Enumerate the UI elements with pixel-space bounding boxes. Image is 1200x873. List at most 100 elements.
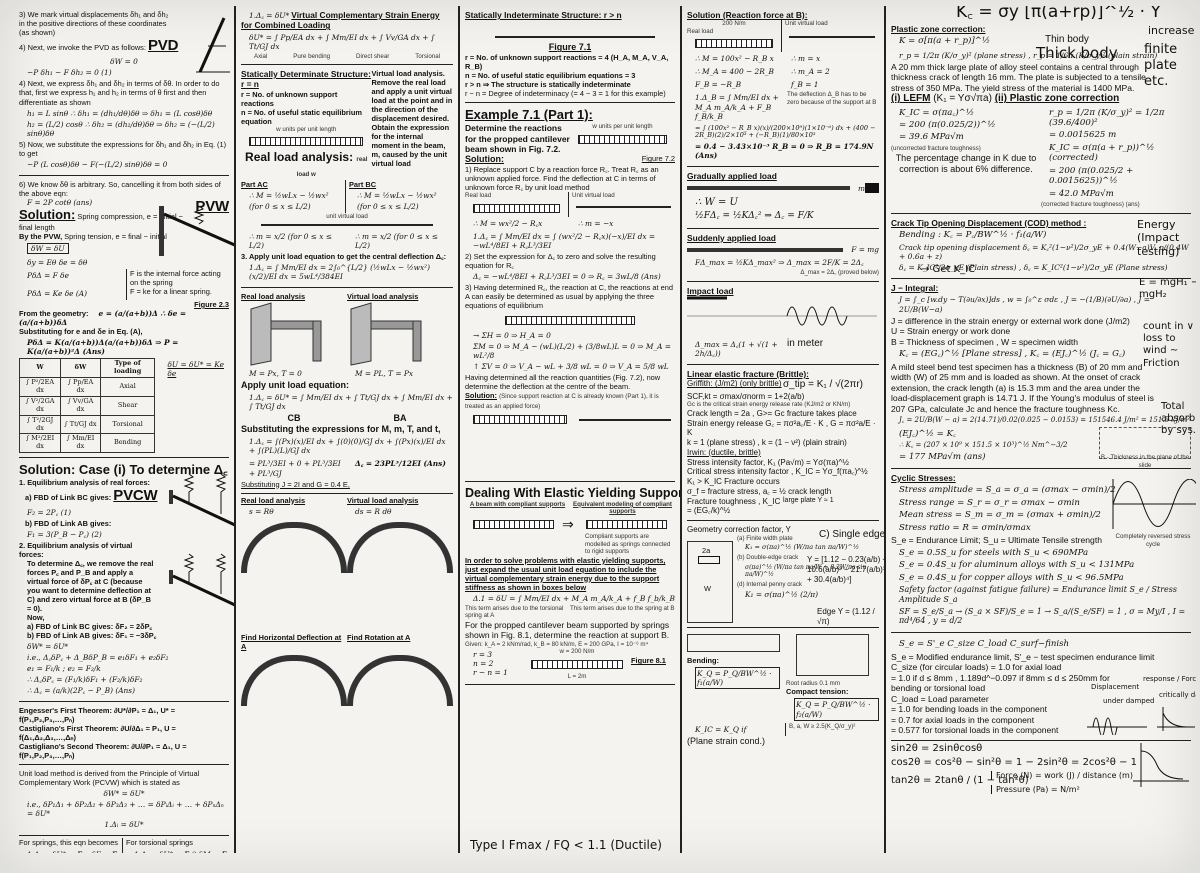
equation: PδΔ = F δe xyxy=(27,270,69,280)
problem-text: A mild steel bend test specimen has a th… xyxy=(891,361,1154,414)
equation: δy = Eθ δe = δθ xyxy=(27,257,88,267)
equation: = 200 (π(0.025/2))^½ xyxy=(899,120,996,130)
section-heading: Solution (Reaction force at B): xyxy=(687,10,808,20)
stress-cycle-plot xyxy=(1112,479,1196,530)
indeterminate-section: Statically Indeterminate Structure: r > … xyxy=(465,8,675,104)
geometry-line: From the geometry: e = (a/(a+b))Δ ∴ δe =… xyxy=(19,308,187,327)
handwritten-note: cos2θ = cos²θ − sin²θ = 1 − 2sin²θ = 2co… xyxy=(891,756,1137,768)
section-heading: Statically Indeterminate Structure: r > … xyxy=(465,10,622,20)
combined-loading-section: 1.Δ꜀ = δU* Virtual Complementary Strain … xyxy=(241,8,453,66)
label: Equivalent modeling of compliant support… xyxy=(572,500,672,516)
equation: ∴ m = −x xyxy=(578,218,614,228)
equation: Critical stress intensity factor , K_IC … xyxy=(687,467,868,477)
text-step-invoke: 4) Next, we invoke the PVD as follows: P… xyxy=(19,37,179,55)
handwritten-note: K꜀ = σy [π(a+rp)]^½ · Y xyxy=(956,6,1161,22)
text: To determine Δ꜀, we remove the real forc… xyxy=(27,558,154,613)
trig-notes-section: sin2θ = 2sinθcosθ cos2θ = cos²θ − sin²θ … xyxy=(891,742,1191,803)
section-heading: Linear elastic fracture (Brittle): xyxy=(687,369,809,380)
label: Part BC xyxy=(349,179,377,189)
equation: i.e., Δ꜀δP꜀ + Δ_BδP_B = e₁δF₁ + e₂δF₂ xyxy=(27,652,169,662)
handwritten-note: response / Force xyxy=(1143,675,1196,684)
label: Part AC xyxy=(241,179,268,189)
beam-diagram xyxy=(586,519,667,529)
equation: n = 2 xyxy=(473,659,494,669)
equation: ΣM = 0 ⇒ M_A − (wL)(L/2) + (3/8wL)L = 0 … xyxy=(473,342,671,361)
handwritten-note: Total absorb by sys. xyxy=(1161,401,1196,437)
text: J = difference in the strain energy or e… xyxy=(891,315,1130,326)
beam-diagram xyxy=(473,414,567,424)
equation: = ∫ (100x² − R_B x)(x)/(200×10⁹)(1×10⁻⁶)… xyxy=(695,123,876,140)
handwritten-note: in meter xyxy=(787,338,824,350)
label: Real load xyxy=(465,192,492,200)
equation: δU* = ∫ Pp/EA dx + ∫ Mm/EI dx + ∫ Vv/GA … xyxy=(249,32,435,51)
handwritten-note: large plate Y ≈ 1 xyxy=(783,496,834,504)
determinate-section: Statically Determinate Structure: r = n … xyxy=(241,67,453,289)
text: For torsional springs xyxy=(126,838,193,848)
label: w units per unit length xyxy=(276,125,337,133)
boxed-equation: δW = δU xyxy=(27,242,69,254)
section-heading: Impact load xyxy=(687,285,734,296)
springs-section: For springs, this eqn becomes1.Δᵢ = δU* … xyxy=(19,838,229,853)
equation: f_B = 1 xyxy=(791,80,819,90)
equation: S_e = S'_e C_size C_load C_surf−finish xyxy=(899,639,1070,650)
equation: 1.Δ꜀ = δU* xyxy=(249,11,290,20)
text: Gc is the critical strain energy release… xyxy=(687,401,851,409)
equation: σ(πa)^½ (W/πa tan πa/W + 0.2W/πa sin πa/… xyxy=(745,563,867,579)
handwritten-note: under damped xyxy=(1103,697,1155,706)
frame-section: Real load analysis Virtual load analysis… xyxy=(241,290,453,494)
equation: ↑ ΣV = 0 ⇒ V_A − wL + 3/8 wL = 0 ⇒ V_A =… xyxy=(473,362,669,372)
label: Unit virtual load xyxy=(785,20,828,28)
text: Determine the reactions for the propped … xyxy=(465,123,570,154)
figure-label: Figure 7.2 xyxy=(641,154,675,164)
equation: K₁ = σ(πa)^½ (2/π) xyxy=(745,590,818,600)
plot-caption: Completely reversed stress cycle xyxy=(1115,533,1191,548)
equation: r = 3 xyxy=(473,650,493,660)
label: Find Horizontal Deflection at A xyxy=(241,632,342,651)
equation: SF = S_e/S_a → (S_a × SF)/S_e = 1 → S_a/… xyxy=(899,606,1186,626)
text: = 0.577 for torsional loads in the compo… xyxy=(891,725,1059,736)
equation: ½FΔ꜀ = ½KΔ꜀² ⇒ Δ꜀ = F/K xyxy=(695,210,814,221)
note: Δ_max = 2Δ꜀ (proved below) xyxy=(800,269,879,277)
equation: K_IC = σ(π(a + r_p))^½ (corrected) xyxy=(1049,142,1155,164)
equation: = 200 (π(0.025/2 + 0.0015625))^½ xyxy=(1049,165,1134,187)
equation: −P (L cosθ)δθ − F(−(L/2) sinθ)δθ = 0 xyxy=(27,159,168,169)
equation: δW* = δU* xyxy=(103,789,145,799)
equation: (for 0 ≤ x ≤ L/2) xyxy=(249,201,311,211)
text: Spring compression, e = Initial − final … xyxy=(19,211,183,232)
beam-diagram xyxy=(473,203,560,213)
text: 1. Equilibrium analysis of real forces: xyxy=(19,478,151,488)
handwritten-note: Type I Fmax / FQ < 1.1 (Ductile) xyxy=(470,838,662,852)
sudden-load-section: Suddenly applied load F = mg FΔ_max = ½K… xyxy=(687,231,879,282)
text: n = No. of useful static equilibrium equ… xyxy=(241,107,362,126)
equation: B, a, W ≥ 2.5(K_Q/σ_y)² xyxy=(785,722,879,736)
handwritten-note: → Get K_IC xyxy=(921,263,976,275)
plastic-zone-section: Plastic zone correction: K = σ[π(a + r_p… xyxy=(891,22,1191,214)
label: m xyxy=(857,183,865,193)
link-spring-diagram-virtual xyxy=(169,553,234,607)
handwritten-note: Displacement xyxy=(1091,683,1140,692)
text: 2. Equilibrium analysis of virtual force… xyxy=(19,540,133,559)
compact-tension-specimen xyxy=(796,633,869,676)
section-heading: Dealing With Elastic Yielding Supports xyxy=(465,485,680,500)
label: BA xyxy=(393,413,407,424)
specimen-diagram: B - Thickness in the plane of the slide xyxy=(1099,426,1191,469)
label: real load w xyxy=(296,156,368,178)
text: = 1.0 for bending loads in the component xyxy=(891,704,1047,715)
equation: δW* = δU* xyxy=(27,641,69,651)
equation: 1.Δ꜀ = ∫(Px)(x)/EI dx + ∫(0)(0)/GJ dx + … xyxy=(249,437,446,456)
equation: δW = 0 xyxy=(110,57,138,67)
equation: J = ∫_c [w.dy − T(∂u/∂x)]ds , w = ∫₀^ε σ… xyxy=(899,295,1151,314)
label: (i) LEFM xyxy=(891,93,931,105)
heading: Real load analysis: xyxy=(245,150,354,165)
equation: ∴ M = 100x² − R_B x xyxy=(695,54,774,64)
equation: PδΔ = K(a/(a+b))Δ(a/(a+b))δΔ ⇒ P = K(a/(… xyxy=(27,338,179,357)
text: a) FBD of Link BC gives: δF₂ = 2δP꜀ xyxy=(27,621,153,631)
label: 2a xyxy=(702,545,711,555)
equation: r − n = 1 xyxy=(473,668,508,678)
table-header: Type of loading xyxy=(99,358,156,378)
equation: = 0.0015625 m xyxy=(1049,130,1117,141)
problem-text: A 20 mm thick large plate of alloy steel… xyxy=(891,61,1146,93)
